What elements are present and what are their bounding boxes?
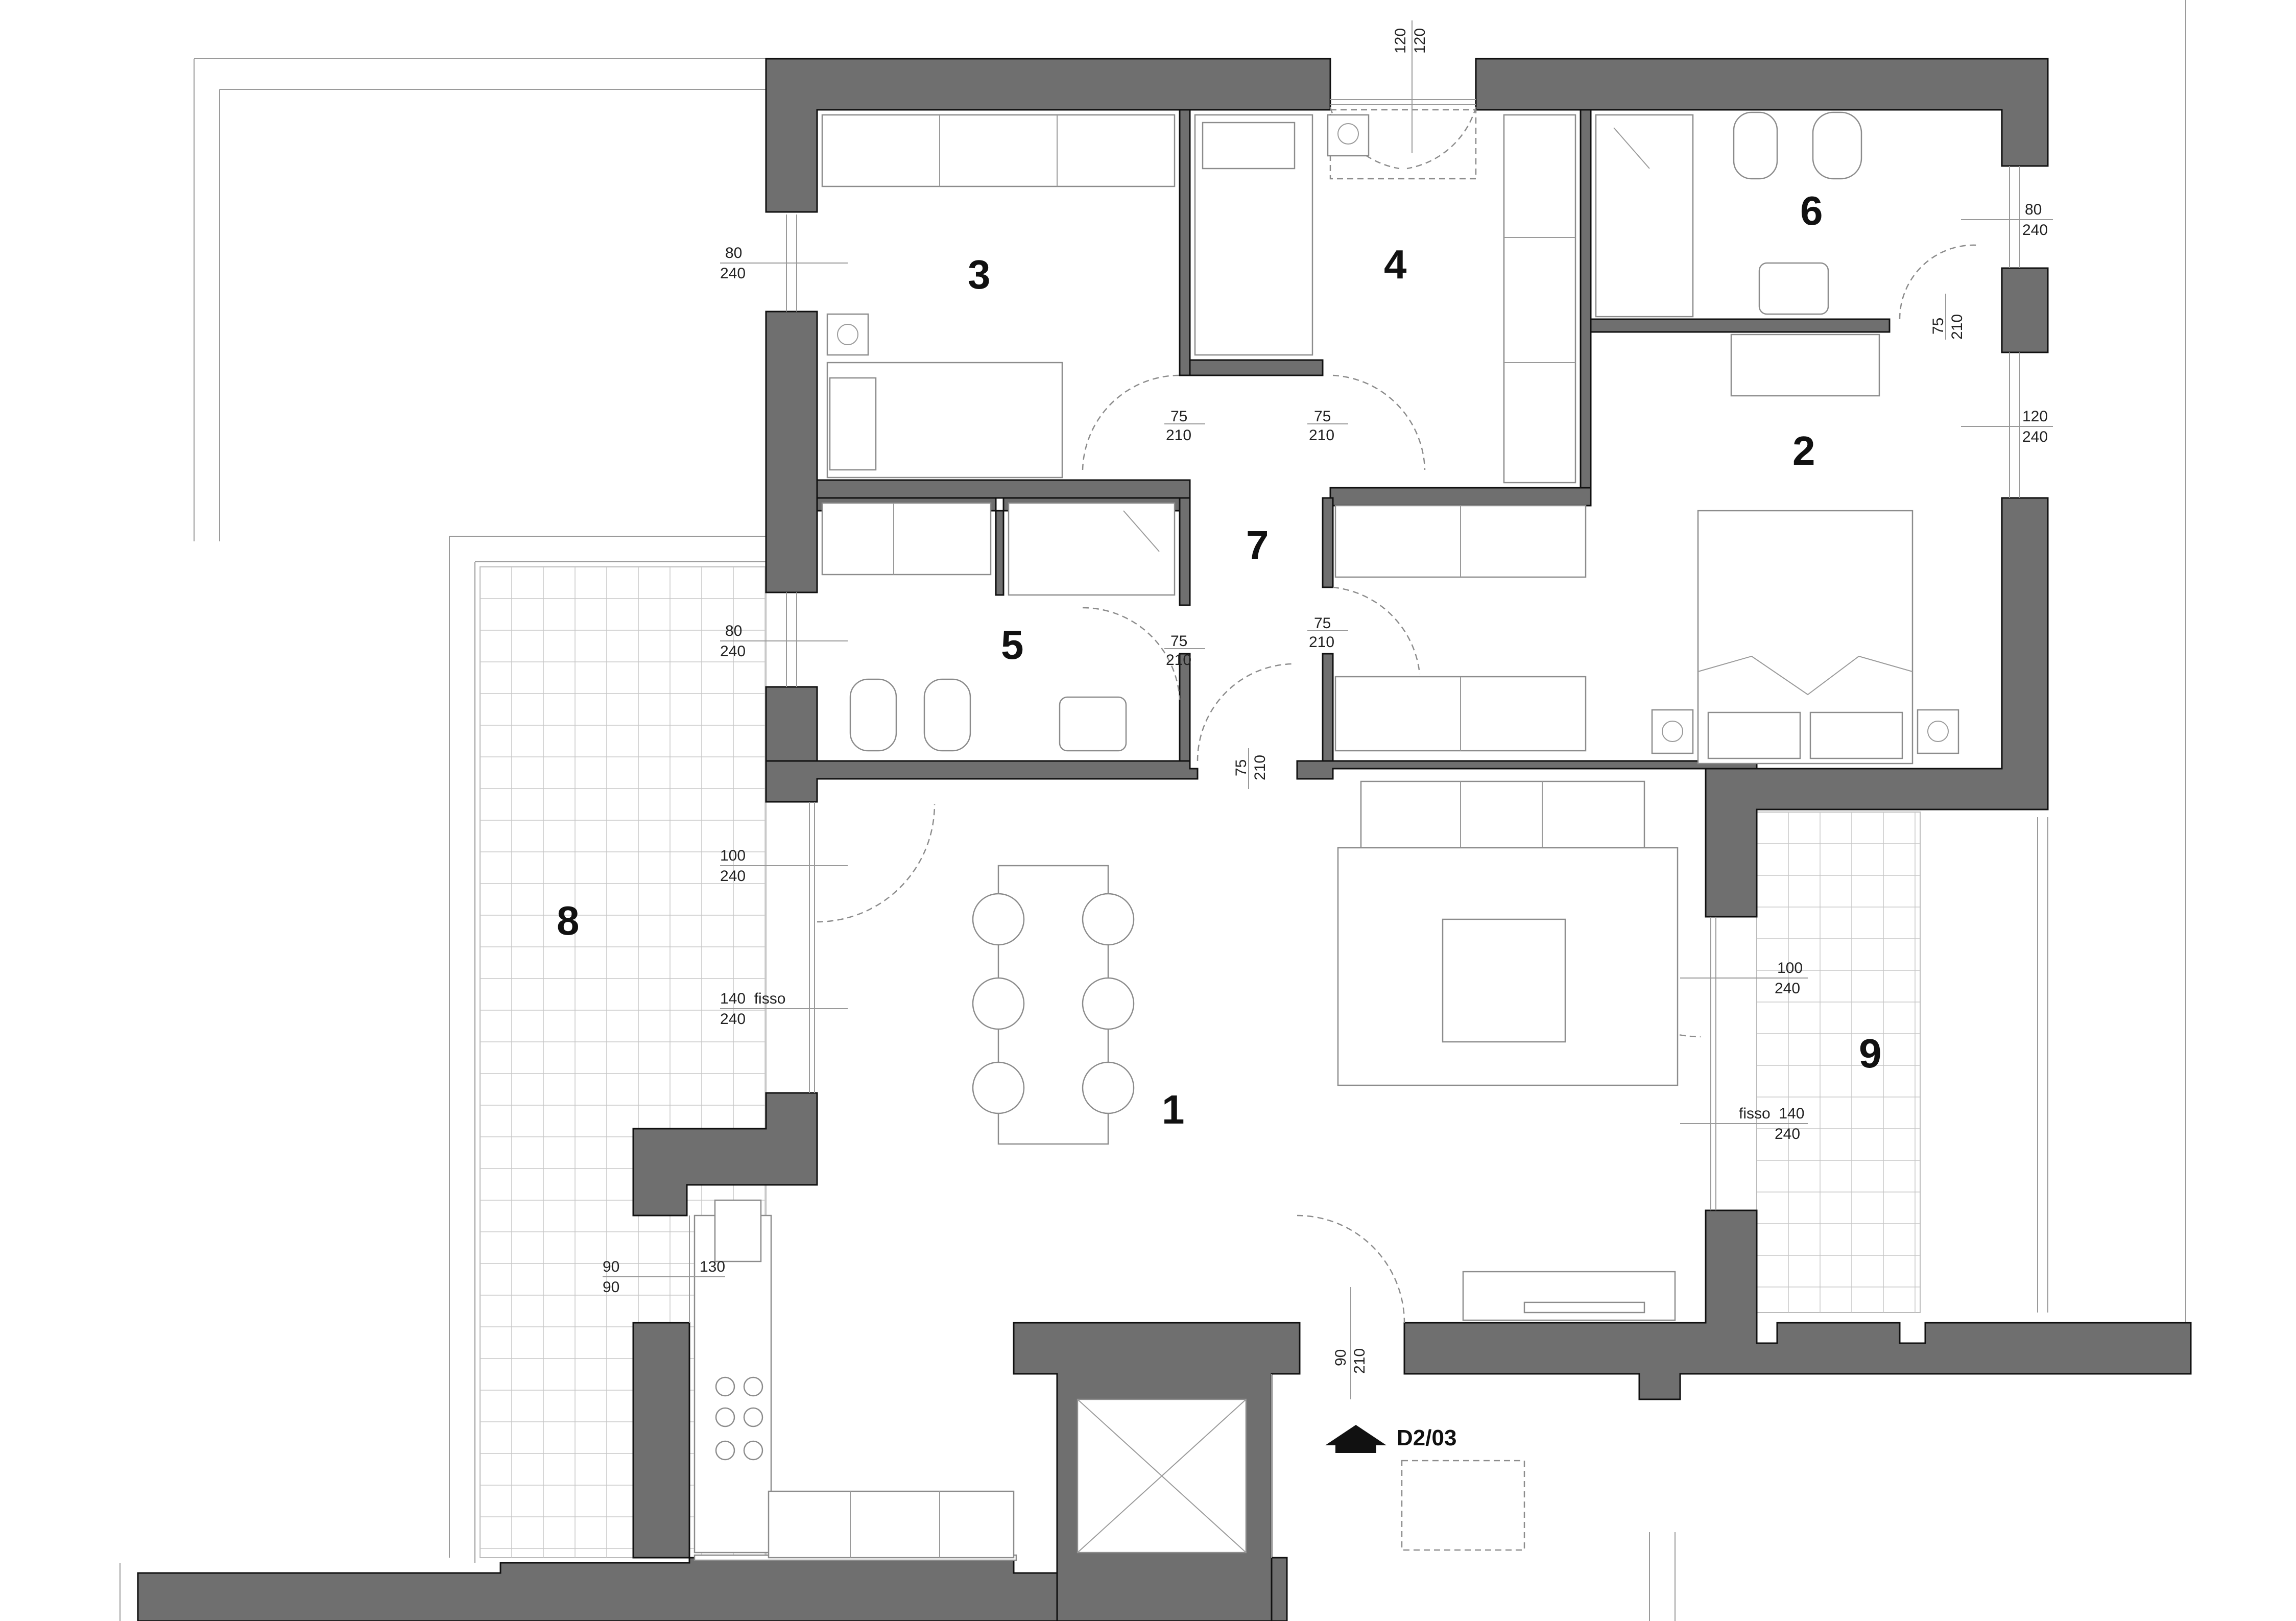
dining-chair [972,977,1025,1030]
dim-w-room5-width: 80 [725,623,742,639]
dim-d-room6-height: 210 [1949,314,1966,340]
room-label-3: 3 [968,252,991,297]
terrace-9-tiles [1756,812,1921,1313]
furniture [693,111,1959,1561]
dim-w-room1-right-door-width: 100 [1777,960,1803,976]
unit-code-label: D2/03 [1397,1425,1456,1450]
dining-chair [1082,893,1135,946]
dim-w-room6-width: 80 [2025,201,2042,218]
dim-d-room3-width: 75 [1170,408,1187,425]
room-labels: 1 2 3 4 5 6 7 8 9 [557,188,1882,1132]
dim-w-kitchen-height: 90 [603,1279,619,1296]
dim-d-room3-height: 210 [1166,427,1191,444]
stove-burner [743,1440,763,1461]
dim-w-room1-right-fixed-height: 240 [1775,1126,1800,1142]
dim-w-kitchen-width: 90 [603,1258,619,1275]
window-lines [689,99,2020,1558]
dim-d-room4-width: 75 [1314,408,1331,425]
dim-w-room6-height: 240 [2022,222,2048,239]
dim-w-room2-height: 240 [2022,428,2048,445]
room-label-2: 2 [1792,428,1815,473]
stove-burner [715,1440,735,1461]
dim-w-room1-fixed-height: 240 [720,1011,746,1028]
dim-kitchen-counter: 130 [700,1258,725,1275]
dim-w-room1-right-door-height: 240 [1775,980,1800,997]
dim-w-room3-width: 80 [725,245,742,261]
room-label-4: 4 [1384,242,1407,287]
room-label-5: 5 [1001,622,1024,668]
dim-w-room2-width: 120 [2022,408,2048,425]
room-label-6: 6 [1800,188,1823,233]
dim-w-room1-door-width: 100 [720,847,746,864]
dim-w-room3-height: 240 [720,265,746,282]
stove-burner [715,1376,735,1397]
dim-w-room1-door-height: 240 [720,868,746,885]
dim-w-room1-fixed-width: 140 fisso [720,990,785,1007]
dim-d-room4-height: 210 [1309,427,1334,444]
dim-d-hall-width: 75 [1233,759,1250,776]
stove-burner [743,1407,763,1427]
room-label-9: 9 [1859,1031,1882,1076]
dining-chair [1082,1061,1135,1114]
dim-w-room4-top-width: 120 [1392,28,1409,54]
site-outline [119,0,2186,1621]
room-label-8: 8 [557,898,580,943]
dim-d-room5-height: 210 [1166,652,1191,669]
dim-d-room5-width: 75 [1170,633,1187,650]
dim-d-entry-height: 210 [1351,1348,1368,1374]
dining-chair [1082,977,1135,1030]
walls [137,58,2192,1621]
stove-burner [715,1407,735,1427]
dim-d-room2-height: 210 [1309,634,1334,651]
dining-chair [972,893,1025,946]
dimension-labels: 80 240 80 240 100 240 140 fisso 240 120 … [603,20,2053,1399]
dim-d-hall-height: 210 [1252,755,1269,780]
dim-w-room4-top-height: 120 [1412,28,1428,54]
dim-w-room5-height: 240 [720,643,746,660]
dining-chair [972,1061,1025,1114]
terrace-8-tiles [480,566,767,1558]
room-label-1: 1 [1162,1087,1185,1132]
dim-d-room6-width: 75 [1930,318,1947,335]
dim-w-room1-right-fixed-width: fisso 140 [1739,1105,1804,1122]
room-label-7: 7 [1246,522,1269,568]
dim-d-entry-width: 90 [1332,1349,1349,1366]
stove-burner [743,1376,763,1397]
dim-d-room2-width: 75 [1314,615,1331,632]
